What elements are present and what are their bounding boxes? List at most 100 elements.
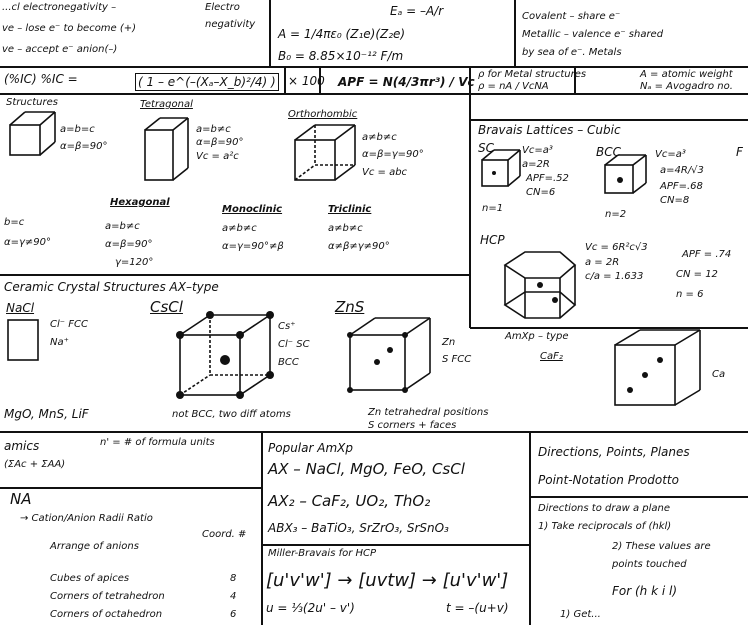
percent-ic-label: (%IC) %IC = bbox=[4, 72, 78, 86]
miller-u: u = ⅓(2u' – v') bbox=[266, 601, 355, 615]
directions-title: Directions, Points, Planes bbox=[538, 445, 690, 459]
coord-number-header: Coord. # bbox=[202, 529, 247, 540]
miller-eq: [u'v'w'] → [uvtw] → [u'v'w'] bbox=[266, 570, 509, 591]
hcp-param-1: Vc = 6R²c√3 bbox=[585, 242, 648, 253]
ortho-param-3: Vc = abc bbox=[362, 167, 408, 178]
radii-row-3: Corners of tetrahedron bbox=[50, 591, 165, 602]
rho-formula: ρ = nA / VcNA bbox=[478, 81, 549, 92]
tetra-param-3: Vc = a²c bbox=[196, 151, 239, 162]
hex-param-1: a=b≠c bbox=[105, 221, 140, 232]
rho-title: ρ for Metal structures bbox=[478, 69, 587, 80]
hcp-param-6: n = 6 bbox=[676, 289, 704, 300]
rho-legend-1: A = atomic weight bbox=[640, 69, 733, 80]
hex-param-3: γ=120° bbox=[115, 257, 154, 268]
hcp-param-3: c/a = 1.633 bbox=[585, 271, 644, 282]
popular-title: Popular AmXp bbox=[268, 441, 353, 455]
amx-title: AmXp – type bbox=[505, 331, 569, 342]
coord-num-2: 4 bbox=[230, 591, 237, 602]
zns-note-1: Zn bbox=[442, 337, 456, 348]
nacl-note-1: Cl⁻ FCC bbox=[50, 319, 88, 330]
hcp-param-5: CN = 12 bbox=[676, 269, 718, 280]
mono-param-2: α=γ=90°≠β bbox=[222, 241, 284, 252]
popular-line-3: ABX₃ – BaTiO₃, SrZrO₃, SrSnO₃ bbox=[268, 521, 449, 535]
ceramics-bottom-title: amics bbox=[4, 439, 40, 453]
ortho-param-1: a≠b≠c bbox=[362, 132, 397, 143]
bond-line-2: Metallic – valence e⁻ shared bbox=[522, 29, 664, 40]
popular-line-1: AX – NaCl, MgO, FeO, CsCl bbox=[268, 460, 465, 478]
nacl-note-2: Na⁺ bbox=[50, 337, 69, 348]
hex-param-2: α=β=90° bbox=[105, 239, 153, 250]
bcc-param-2: a=4R/√3 bbox=[660, 165, 704, 176]
elec-line-3: ve – accept e⁻ anion(–) bbox=[2, 44, 118, 55]
sc-param-3: APF=.52 bbox=[526, 173, 569, 184]
sc-param-2: a=2R bbox=[522, 159, 550, 170]
miller-title: Miller-Bravais for HCP bbox=[268, 548, 377, 559]
left-param-2: α=γ≠90° bbox=[4, 237, 51, 248]
bond-line-1: Covalent – share e⁻ bbox=[522, 11, 621, 22]
radii-row-2: Cubes of apices bbox=[50, 573, 130, 584]
bcc-label: BCC bbox=[596, 145, 621, 159]
directions-line-2: 1) Take reciprocals of (hkl) bbox=[538, 521, 672, 532]
nacl-label: NaCl bbox=[6, 301, 35, 315]
permittivity-eq: B₀ = 8.85×10⁻¹² F/m bbox=[278, 49, 404, 63]
radii-ratio-title: → Cation/Anion Radii Ratio bbox=[20, 513, 153, 524]
mono-param-1: a≠b≠c bbox=[222, 223, 257, 234]
structures-label: Structures bbox=[6, 97, 58, 108]
left-param-1: b=c bbox=[4, 217, 25, 228]
caf2-label: CaF₂ bbox=[540, 351, 563, 362]
elec-right-1: Electro bbox=[205, 2, 240, 13]
monoclinic-label: Monoclinic bbox=[222, 204, 283, 215]
cscl-note-2: Cl⁻ SC bbox=[278, 339, 310, 350]
sc-param-4: CN=6 bbox=[526, 187, 556, 198]
zns-caption-2: S corners + faces bbox=[368, 420, 457, 431]
fcc-label: F bbox=[736, 145, 743, 159]
hexagonal-label: Hexagonal bbox=[110, 197, 170, 208]
sc-param-1: Vc=a³ bbox=[522, 145, 553, 156]
directions-line-4: points touched bbox=[612, 559, 687, 570]
directions-line-6: 1) Get... bbox=[560, 609, 601, 620]
triclinic-label: Triclinic bbox=[328, 204, 372, 215]
point-notation: Point-Notation Prodotto bbox=[538, 473, 679, 487]
cubic-param-1: a=b=c bbox=[60, 124, 95, 135]
apf-formula: APF = N(4/3πr³) / Vc bbox=[338, 75, 475, 89]
force-eq: A = 1/4πε₀ (Z₁e)(Z₂e) bbox=[278, 27, 406, 41]
cscl-caption: not BCC, two diff atoms bbox=[172, 409, 291, 420]
directions-line-5: For (h k i l) bbox=[612, 584, 678, 598]
radii-row-1: Arrange of anions bbox=[50, 541, 139, 552]
zns-note-2: S FCC bbox=[442, 354, 472, 365]
sc-label: SC bbox=[478, 141, 494, 155]
coord-num-1: 8 bbox=[230, 573, 237, 584]
bravais-title: Bravais Lattices – Cubic bbox=[478, 123, 621, 137]
bcc-param-4: CN=8 bbox=[660, 195, 690, 206]
hcp-param-4: APF = .74 bbox=[682, 249, 732, 260]
bcc-param-5: n=2 bbox=[605, 209, 627, 220]
coord-num-3: 6 bbox=[230, 609, 237, 620]
miller-t: t = –(u+v) bbox=[446, 601, 509, 615]
elec-line-2: ve – lose e⁻ to become (+) bbox=[2, 23, 137, 34]
hcp-label: HCP bbox=[480, 233, 505, 247]
tri-param-1: a≠b≠c bbox=[328, 223, 363, 234]
mass-sum: (ΣAc + ΣAA) bbox=[4, 459, 66, 470]
ceramics-title: Ceramic Crystal Structures AX–type bbox=[4, 280, 219, 294]
zns-caption-1: Zn tetrahedral positions bbox=[368, 407, 489, 418]
tri-param-2: α≠β≠γ≠90° bbox=[328, 241, 390, 252]
hcp-param-2: a = 2R bbox=[585, 257, 620, 268]
radii-row-4: Corners of octahedron bbox=[50, 609, 163, 620]
tetra-param-1: a=b≠c bbox=[196, 124, 231, 135]
times-100: × 100 bbox=[288, 74, 325, 88]
bond-line-3: by sea of e⁻. Metals bbox=[522, 47, 622, 58]
sc-param-5: n=1 bbox=[482, 203, 504, 214]
directions-line-1: Directions to draw a plane bbox=[538, 503, 670, 514]
bcc-param-1: Vc=a³ bbox=[655, 149, 686, 160]
orthorhombic-label: Orthorhombic bbox=[288, 109, 358, 120]
cscl-note-1: Cs⁺ bbox=[278, 321, 296, 332]
avogadro-symbol: NA bbox=[10, 490, 32, 508]
ca-label: Ca bbox=[712, 369, 726, 380]
elec-line-1: ...cl electronegativity – bbox=[2, 2, 117, 13]
ceramic-examples: MgO, MnS, LiF bbox=[4, 407, 89, 421]
percent-ic-formula: ( 1 – e^(–(Xₐ–X_b)²/4) ) bbox=[135, 73, 279, 91]
elec-right-2: negativity bbox=[205, 19, 256, 30]
directions-line-3: 2) These values are bbox=[612, 541, 711, 552]
